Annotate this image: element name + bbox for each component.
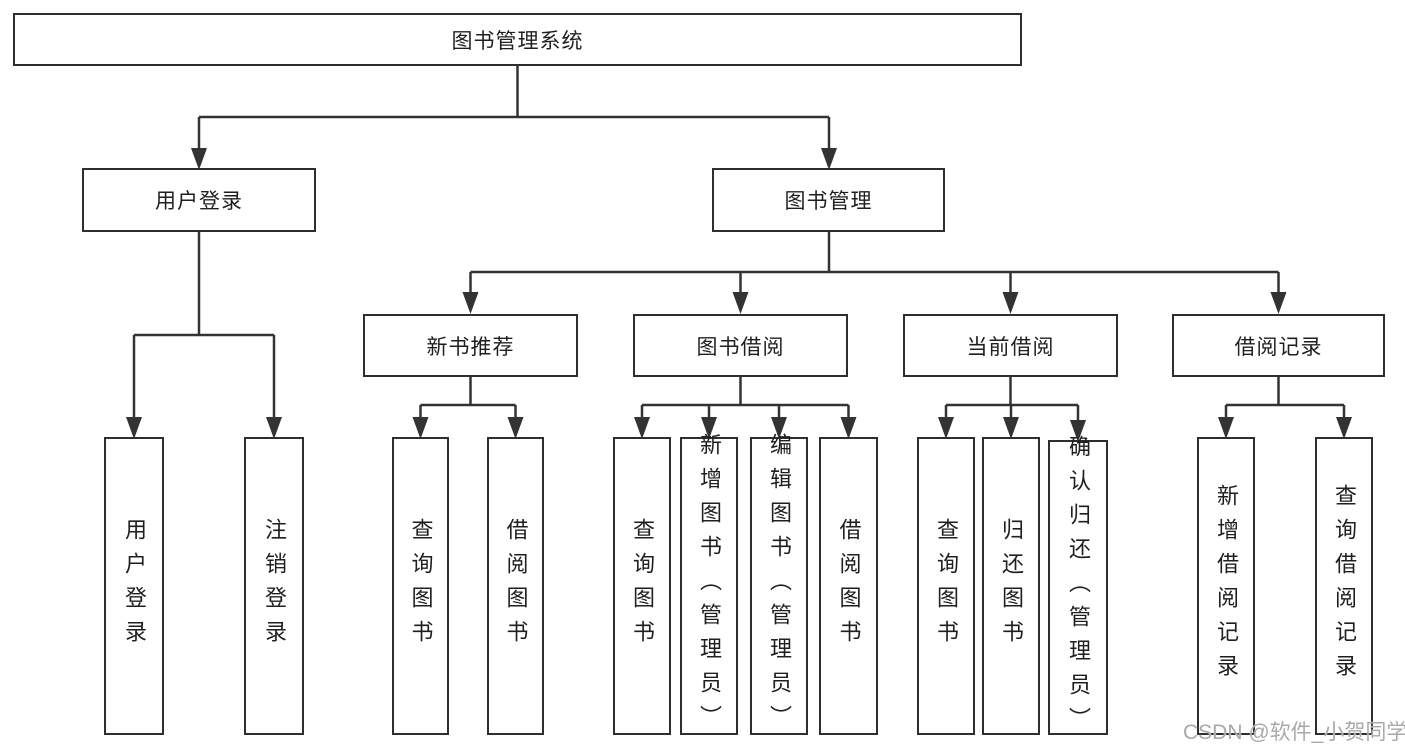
leaf-return-books-label: 归还图书	[999, 518, 1024, 654]
csdn-watermark: CSDN @软件_小贺同学	[1183, 721, 1405, 744]
node-root: 图书管理系统	[13, 13, 1022, 66]
arrowheads	[126, 148, 1352, 442]
node-user-login: 用户登录	[82, 168, 316, 232]
node-borrow-records-label: 借阅记录	[1234, 335, 1323, 359]
node-root-label: 图书管理系统	[451, 29, 584, 53]
node-book-borrow: 图书借阅	[633, 314, 848, 377]
node-book-management-label: 图书管理	[784, 190, 873, 213]
leaf-current-query-books: 查询图书	[917, 437, 975, 735]
leaf-return-books: 归还图书	[982, 437, 1040, 735]
leaf-newbook-borrow-books: 借阅图书	[487, 437, 544, 735]
leaf-add-borrow-record: 新增借阅记录	[1197, 437, 1255, 735]
leaf-borrow-books: 借阅图书	[819, 437, 878, 735]
leaf-confirm-return-admin: 确认归还（管理员）	[1048, 435, 1108, 741]
leaf-query-borrow-record-label: 查询借阅记录	[1332, 484, 1357, 688]
leaf-add-books-admin-label: 新增图书（管理员）	[697, 433, 722, 739]
leaf-logout: 注销登录	[244, 437, 304, 735]
leaf-add-borrow-record-label: 新增借阅记录	[1214, 484, 1239, 688]
leaf-query-borrow-record: 查询借阅记录	[1315, 437, 1373, 735]
node-user-login-label: 用户登录	[155, 190, 243, 213]
leaf-borrow-books-label: 借阅图书	[836, 518, 862, 654]
leaf-borrow-query-books: 查询图书	[613, 437, 671, 735]
node-new-book-recommend: 新书推荐	[363, 314, 578, 377]
connector-paths	[132, 66, 1346, 425]
leaf-add-books-admin: 新增图书（管理员）	[680, 433, 738, 739]
leaf-borrow-query-books-label: 查询图书	[630, 518, 655, 654]
leaf-newbook-query-books: 查询图书	[392, 437, 449, 735]
leaf-user-login-label: 用户登录	[122, 518, 147, 654]
node-new-book-recommend-label: 新书推荐	[426, 335, 515, 359]
leaf-current-query-books-label: 查询图书	[934, 518, 959, 654]
leaf-logout-label: 注销登录	[262, 518, 287, 654]
leaf-user-login: 用户登录	[104, 437, 164, 735]
leaf-confirm-return-admin-label: 确认归还（管理员）	[1066, 434, 1091, 741]
node-book-management: 图书管理	[712, 168, 945, 232]
node-current-borrow-label: 当前借阅	[966, 335, 1055, 359]
leaf-newbook-query-books-label: 查询图书	[408, 518, 434, 654]
node-borrow-records: 借阅记录	[1172, 314, 1385, 377]
leaf-edit-books-admin: 编辑图书（管理员）	[750, 433, 808, 739]
leaf-newbook-borrow-books-label: 借阅图书	[503, 518, 529, 654]
leaf-edit-books-admin-label: 编辑图书（管理员）	[767, 433, 792, 739]
node-current-borrow: 当前借阅	[903, 314, 1118, 377]
node-book-borrow-label: 图书借阅	[696, 335, 785, 359]
